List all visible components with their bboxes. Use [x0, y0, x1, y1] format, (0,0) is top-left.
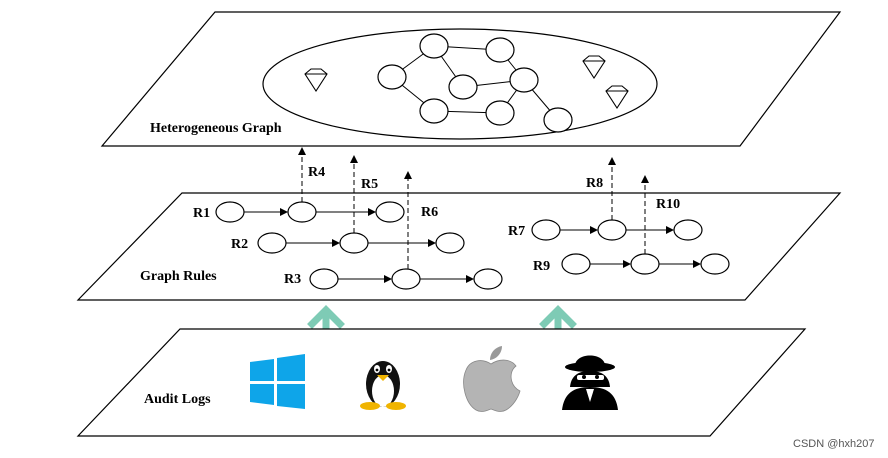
rule-node — [215, 201, 245, 223]
rule-label-r3: R3 — [284, 272, 301, 287]
diamond-nodes — [304, 55, 629, 110]
bottom-plane — [76, 328, 807, 437]
graph-node — [543, 107, 573, 133]
rule-node — [473, 268, 503, 290]
rule-node — [339, 232, 369, 254]
rule-node — [375, 201, 405, 223]
graph-rules-layer: R1 R2 R3 R4 R5 R6 R7 R8 R9 R10 Graph Rul… — [76, 147, 842, 301]
graph-rules-label: Graph Rules — [140, 269, 217, 284]
rule-label-r7: R7 — [508, 224, 525, 239]
diamond-icon — [605, 85, 629, 110]
rule-chain-r2 — [257, 232, 465, 254]
rule-labels: R1 R2 R3 R4 R5 R6 R7 R8 R9 R10 — [193, 165, 680, 287]
graph-node — [485, 37, 515, 63]
rule-node — [309, 268, 339, 290]
rule-projection-arrows — [298, 147, 649, 269]
heterogeneous-graph-label: Heterogeneous Graph — [150, 121, 282, 136]
graph-nodes — [377, 33, 573, 133]
diamond-icon — [304, 68, 328, 93]
rule-chain-r1 — [215, 201, 405, 223]
rule-label-r9: R9 — [533, 259, 550, 274]
rule-label-r8: R8 — [586, 176, 603, 191]
rule-node — [287, 201, 317, 223]
graph-node — [448, 74, 478, 100]
rule-node — [531, 219, 561, 241]
rule-label-r1: R1 — [193, 206, 210, 221]
rule-label-r2: R2 — [231, 237, 248, 252]
rule-node — [700, 253, 730, 275]
rule-label-r6: R6 — [421, 205, 438, 220]
rule-node — [435, 232, 465, 254]
rule-node — [597, 219, 627, 241]
rule-chain-r7 — [531, 219, 703, 241]
rule-label-r10: R10 — [656, 197, 680, 212]
linux-tux-icon — [360, 361, 406, 410]
rule-chain-r9 — [561, 253, 730, 275]
audit-logs-label: Audit Logs — [144, 392, 211, 407]
graph-node — [509, 67, 539, 93]
rule-node — [673, 219, 703, 241]
graph-node — [485, 100, 515, 126]
rule-node — [630, 253, 660, 275]
rule-node — [257, 232, 287, 254]
rule-node — [561, 253, 591, 275]
graph-node — [419, 98, 449, 124]
diamond-icon — [582, 55, 606, 80]
rule-node — [391, 268, 421, 290]
audit-logs-layer: Audit Logs — [76, 328, 807, 437]
rule-label-r5: R5 — [361, 177, 378, 192]
watermark: CSDN @hxh207 — [793, 438, 874, 450]
apple-logo-icon — [463, 346, 521, 412]
rule-chain-r3 — [309, 268, 503, 290]
rule-label-r4: R4 — [308, 165, 325, 180]
spy-hacker-icon — [562, 355, 618, 410]
graph-node — [377, 64, 407, 90]
graph-node — [419, 33, 449, 59]
windows-logo-icon — [250, 354, 305, 409]
heterogeneous-graph-layer: Heterogeneous Graph — [100, 11, 842, 147]
